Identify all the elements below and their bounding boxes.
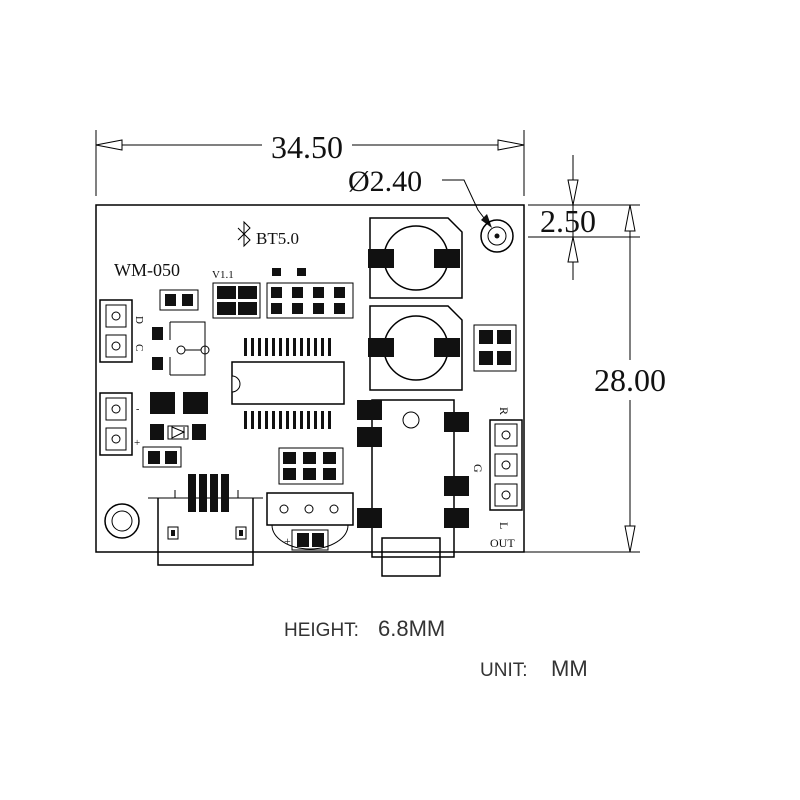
- unit-note-value: MM: [551, 656, 588, 681]
- pad-cluster-right: [473, 324, 517, 372]
- audio-jack: [357, 399, 469, 577]
- battery-connector: - +: [99, 392, 140, 456]
- main-ic-bottom-pins: [244, 411, 331, 429]
- unit-note-label: UNIT:: [480, 660, 528, 681]
- bluetooth-version-label: BT5.0: [256, 229, 299, 248]
- pcb-outline: [95, 204, 525, 553]
- pad-cluster-middle: [278, 447, 344, 485]
- diode-component: [150, 424, 206, 440]
- main-ic-top-pins: [244, 338, 331, 356]
- audio-out-header: R G L OUT: [471, 407, 523, 550]
- model-label: WM-050: [114, 260, 180, 280]
- hole-diameter-label: Ø2.40: [348, 165, 422, 198]
- microphone-plus-label: +: [284, 534, 291, 548]
- hole-offset-dimension: 2.50: [528, 155, 640, 280]
- width-dimension-label: 34.50: [271, 129, 343, 165]
- audio-out-g-label: G: [471, 464, 485, 473]
- capacitor-1: [368, 217, 463, 299]
- microphone: +: [266, 492, 354, 551]
- smd-pair-2: [150, 392, 208, 414]
- mounting-hole-top-right: [480, 219, 514, 253]
- mounting-hole-bottom-left: [104, 503, 140, 539]
- height-note-value: 6.8MM: [378, 616, 445, 641]
- audio-out-l-label: L: [497, 522, 511, 529]
- height-note-label: HEIGHT:: [284, 620, 359, 641]
- version-label: V1.1: [212, 269, 234, 281]
- main-ic: [231, 338, 345, 429]
- capacitor-2: [368, 305, 463, 391]
- hole-diameter-dimension: Ø2.40: [348, 165, 492, 228]
- hole-offset-label: 2.50: [540, 203, 596, 239]
- battery-positive-label: +: [134, 437, 140, 449]
- audio-out-r-label: R: [497, 407, 511, 415]
- power-input-c-label: C: [133, 344, 145, 351]
- micro-usb-connector: [148, 474, 263, 566]
- pad-cluster-top: [212, 268, 354, 319]
- bluetooth-icon: [237, 220, 251, 248]
- height-dimension: 28.00: [524, 204, 666, 553]
- audio-out-label: OUT: [490, 536, 515, 550]
- height-dimension-label: 28.00: [594, 362, 666, 398]
- power-input-connector: D C: [99, 299, 145, 363]
- width-dimension: 34.50: [95, 129, 525, 196]
- smd-pair-1: [159, 289, 199, 311]
- smd-pair-3: [142, 446, 182, 468]
- battery-negative-label: -: [136, 404, 139, 415]
- power-input-d-label: D: [133, 316, 145, 324]
- crystal-component: [152, 321, 210, 376]
